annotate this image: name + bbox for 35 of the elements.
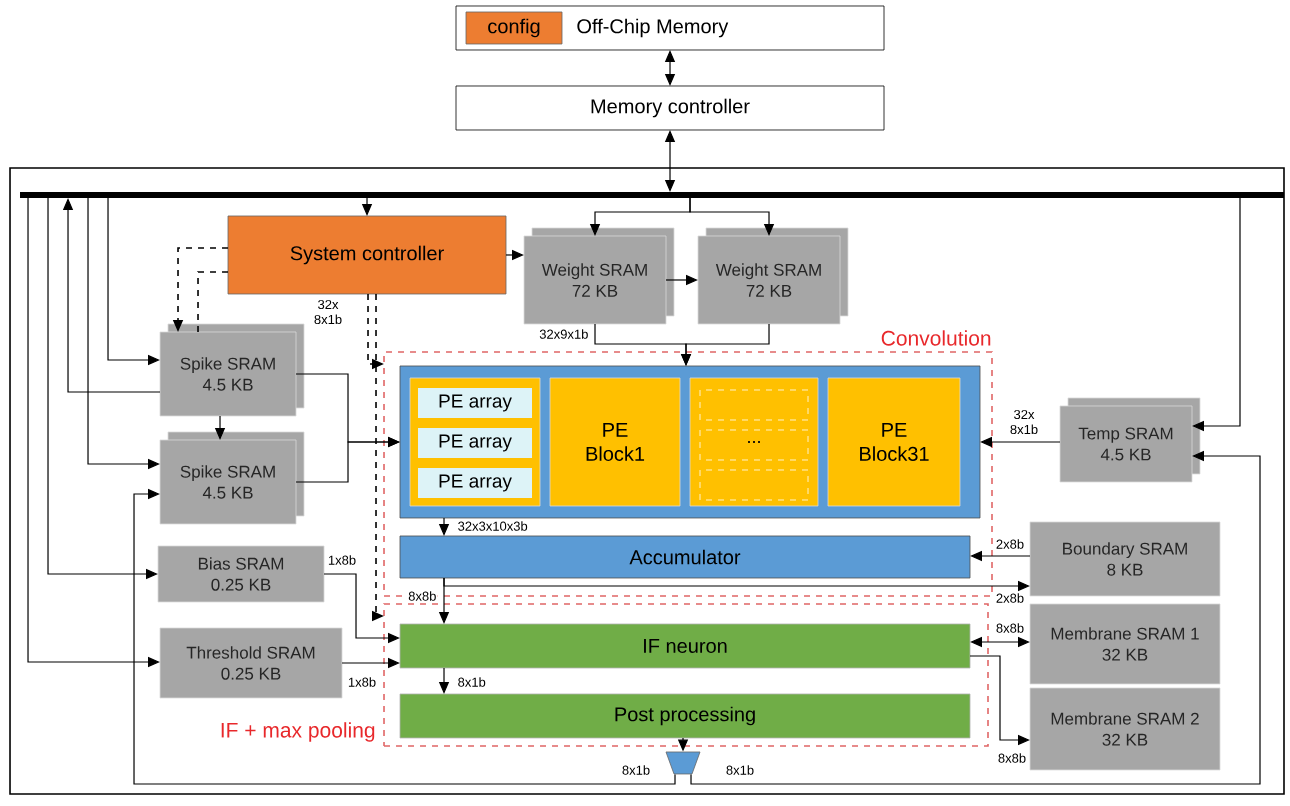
sram-block: Weight SRAM 72 KB: [523, 227, 675, 325]
controller-box: System controller: [227, 215, 507, 295]
arrow: [1192, 197, 1241, 432]
pe-module-box: Accumulator: [399, 535, 971, 579]
sram-block: Threshold SRAM 0.25 KB: [159, 627, 343, 699]
sram-block: Temp SRAM 4.5 KB: [1059, 397, 1201, 483]
mux-symbol: [665, 751, 701, 775]
pe-array-box: PE array: [418, 428, 532, 458]
pe-block: ...: [689, 377, 819, 507]
controller-box: config: [465, 11, 563, 45]
node-label: IF + max pooling: [221, 722, 375, 742]
sram-block: Weight SRAM 72 KB: [697, 227, 849, 325]
arrow: [197, 271, 229, 333]
arrow: [664, 50, 676, 86]
memory-box: Memory controller: [455, 85, 885, 131]
sram-block: Boundary SRAM 8 KB: [1029, 521, 1221, 597]
pe-array-box: PE array: [418, 468, 532, 498]
sram-block: Bias SRAM 0.25 KB: [157, 545, 325, 603]
arrow: [295, 436, 400, 483]
sram-block: Spike SRAM 4.5 KB: [159, 431, 305, 525]
node-label: Convolution: [881, 330, 991, 346]
arrow: [133, 488, 676, 785]
arrow: [970, 636, 1030, 648]
chip-frame: [9, 167, 1285, 795]
arrow: [664, 130, 676, 192]
neuron-box: IF neuron: [399, 623, 971, 669]
sram-block: Membrane SRAM 2 32 KB: [1029, 687, 1221, 771]
pe-array-box: PE array: [418, 388, 532, 418]
pe-block: PE Block1: [549, 377, 681, 507]
pe-block: PE Block31: [827, 377, 961, 507]
sram-block: Membrane SRAM 1 32 KB: [1029, 603, 1221, 685]
arrow: [62, 198, 161, 393]
arrow: [689, 197, 775, 236]
sram-block: Spike SRAM 4.5 KB: [159, 323, 305, 417]
neuron-box: Post processing: [399, 693, 971, 739]
